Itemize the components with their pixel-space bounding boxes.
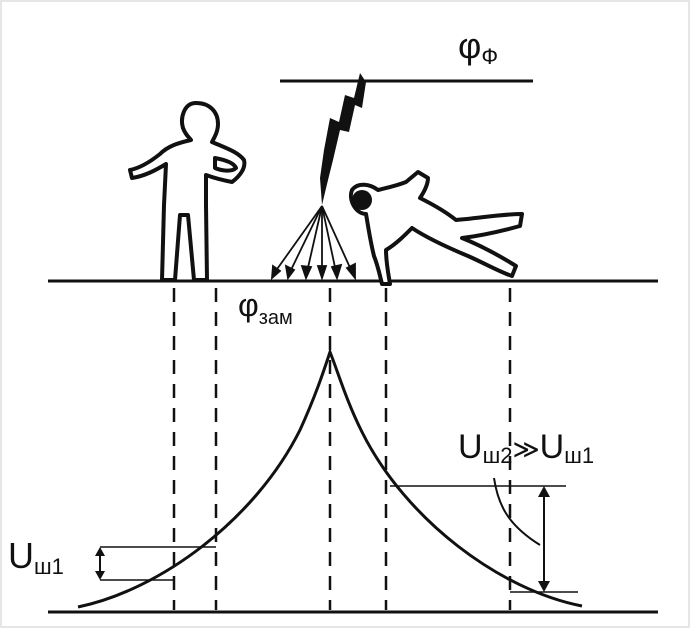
u1-compare-symbol: U: [540, 428, 565, 466]
step-voltage-1-arrow-down-icon: [95, 571, 105, 580]
broken-wire-icon: [320, 73, 366, 205]
step-voltage-1-arrow-up-icon: [95, 547, 105, 556]
step-voltage-1-label: Uш1: [8, 535, 64, 579]
fallen-person-icon: [349, 170, 524, 286]
standing-person-icon: [128, 101, 247, 282]
step-voltage-2-leader-line: [493, 477, 541, 546]
u2-symbol: U: [458, 428, 483, 466]
phase-potential-label: φФ: [458, 25, 498, 69]
step-voltage-2-marker: [390, 485, 578, 593]
fallen-person-head-icon: [352, 190, 372, 210]
u2-subscript: ш2: [483, 443, 513, 468]
step-voltage-2-arrow-down-icon: [538, 581, 550, 592]
u1-symbol: U: [8, 535, 34, 576]
ground-subscript: зам: [259, 307, 293, 329]
u1-compare-subscript: ш1: [564, 443, 594, 468]
u1-subscript: ш1: [34, 554, 64, 579]
ground-phi-symbol: φ: [238, 287, 259, 323]
projection-lines: [172, 288, 512, 610]
ground-potential-label: φзам: [238, 287, 293, 329]
potential-distribution-curve: [77, 347, 583, 609]
phase-phi-symbol: φ: [458, 25, 481, 66]
much-greater-symbol: ≫: [512, 434, 539, 464]
current-spread-arrows: [270, 205, 356, 281]
step-voltage-comparison-label: Uш2≫Uш1: [458, 428, 594, 468]
step-voltage-2-arrow-up-icon: [538, 486, 550, 497]
phase-subscript: Ф: [481, 44, 498, 69]
